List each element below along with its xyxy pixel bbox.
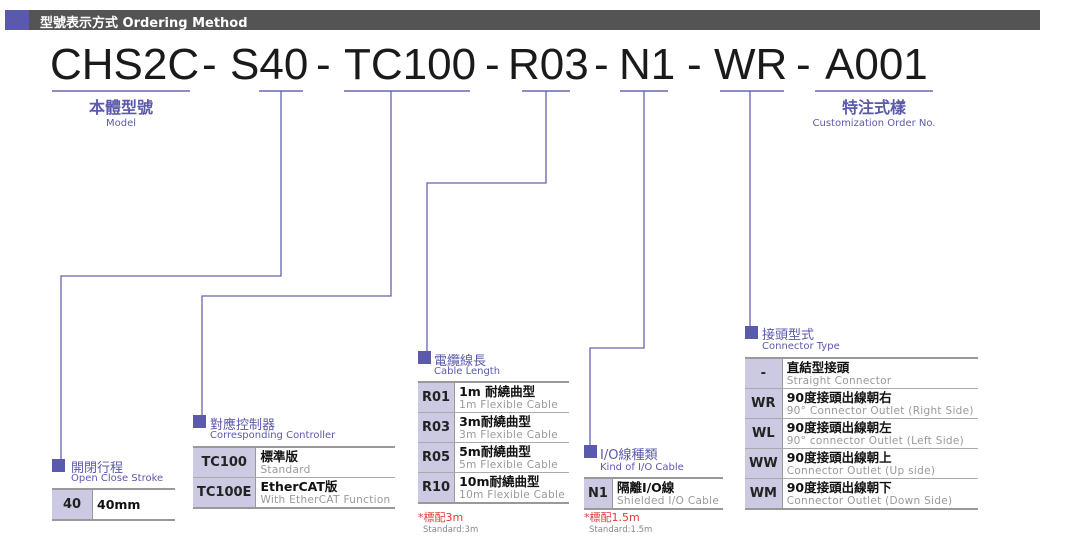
row-desc: 90度接頭出線朝上 (786, 449, 892, 465)
custom-zh: 特注式樣 (841, 98, 906, 117)
code-io: N1 (619, 40, 676, 89)
code-sep: - (796, 40, 811, 89)
code-custom: A001 (825, 40, 928, 89)
code-stroke: S40 (230, 40, 309, 89)
model-label: 本體型號 Model (60, 94, 182, 129)
section-header: 型號表示方式 Ordering Method (5, 10, 1040, 31)
row-code: R03 (418, 412, 456, 443)
code-sep: - (202, 40, 217, 89)
row-code: TC100E (193, 477, 257, 509)
controller-subtitle: Corresponding Controller (210, 430, 336, 441)
row-desc: 90度接頭出線朝右 (786, 389, 892, 405)
code-controller: TC100 (344, 40, 477, 89)
row-desc-en: Connector Outlet (Down Side) (786, 494, 953, 507)
row-code: WW (745, 448, 783, 479)
row-code: WM (745, 478, 783, 510)
section-square-icon (418, 351, 431, 364)
row-desc: 標準版 (260, 448, 298, 464)
row-code: - (745, 358, 783, 389)
code-model: CHS2C (50, 40, 200, 89)
section-title: 型號表示方式 Ordering Method (40, 16, 248, 31)
code-connector: WR (714, 40, 788, 89)
row-desc: 5m耐繞曲型 (459, 443, 531, 459)
custom-en: Customization Order No. (812, 118, 936, 129)
row-code: R10 (418, 472, 456, 504)
row-desc: EtherCAT版 (260, 478, 338, 494)
row-desc: 90度接頭出線朝左 (786, 419, 892, 435)
cable-note-en: Standard:3m (423, 525, 479, 535)
row-desc: 10m耐繞曲型 (459, 473, 540, 489)
controller-title: 對應控制器 (210, 418, 276, 433)
row-desc-en: 3m Flexible Cable (459, 428, 559, 441)
model-en: Model (105, 118, 137, 129)
row-desc-en: 10m Flexible Cable (459, 488, 565, 501)
row-desc-en: 90° Connector Outlet (Right Side) (786, 404, 974, 417)
row-desc: 1m 耐繞曲型 (459, 383, 536, 399)
custom-label: 特注式樣 Customization Order No. (800, 94, 948, 129)
code-sep: - (316, 40, 331, 89)
row-desc-en: 5m Flexible Cable (459, 458, 559, 471)
row-desc-en: Straight Connector (786, 374, 892, 387)
row-code: TC100 (193, 447, 257, 478)
row-code: R05 (418, 442, 456, 473)
code-sep: - (485, 40, 500, 89)
section-square-icon (584, 445, 597, 458)
code-cable: R03 (508, 40, 589, 89)
row-desc: 3m耐繞曲型 (459, 413, 531, 429)
stroke-title: 開閉行程 (71, 461, 124, 476)
row-desc: 直結型接頭 (786, 359, 850, 375)
row-code: R01 (418, 382, 456, 413)
section-square-icon (52, 459, 65, 472)
row-code: 40 (52, 489, 93, 521)
io-note-en: Standard:1.5m (589, 525, 653, 535)
header-square-icon (5, 10, 29, 30)
row-desc-en: Connector Outlet (Up side) (786, 464, 936, 477)
row-code: WL (745, 418, 783, 449)
model-zh: 本體型號 (88, 98, 153, 117)
row-desc: 90度接頭出線朝下 (786, 479, 892, 495)
code-sep: - (687, 40, 702, 89)
row-desc: 隔離I/O線 (616, 479, 675, 495)
row-code: WR (745, 388, 783, 419)
connector-title: 接頭型式 (762, 328, 815, 343)
stroke-subtitle: Open Close Stroke (71, 473, 164, 484)
row-desc-en: Standard (260, 463, 311, 476)
section-square-icon (193, 415, 206, 428)
row-desc-en: 1m Flexible Cable (459, 398, 559, 411)
row-desc-en: With EtherCAT Function (260, 493, 391, 506)
cable-note: *標配3m (418, 511, 464, 524)
row-code: N1 (584, 478, 613, 510)
row-desc: 40mm (92, 489, 175, 521)
io-note: *標配1.5m (584, 511, 640, 524)
section-square-icon (745, 326, 758, 339)
cable-title: 電纜線長 (434, 354, 487, 369)
io-title: I/O線種類 (600, 448, 658, 463)
row-desc-en: Shielded I/O Cable (616, 494, 720, 507)
code-sep: - (594, 40, 609, 89)
connector-subtitle: Connector Type (762, 341, 840, 352)
io-subtitle: Kind of I/O Cable (600, 462, 684, 473)
row-desc-en: 90° connector Outlet (Left Side) (786, 434, 965, 447)
cable-subtitle: Cable Length (434, 366, 501, 377)
